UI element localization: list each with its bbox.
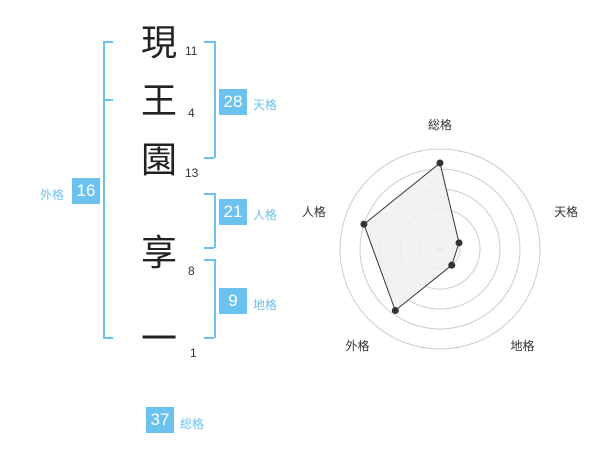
- radar-point-1: [455, 239, 463, 247]
- tenkaku-badge: 28: [219, 89, 247, 115]
- stroke-count-1: 11: [185, 44, 198, 58]
- tenkaku-label: 天格: [253, 98, 278, 112]
- chikaku-label: 地格: [253, 298, 278, 312]
- gaikaku-label: 外格: [40, 188, 65, 202]
- gaikaku-bracket-mid: [103, 99, 113, 101]
- stroke-count-5: 1: [190, 346, 197, 360]
- tenkaku-bracket-top: [204, 41, 214, 43]
- jinkaku-bracket-top: [204, 193, 214, 195]
- radar-area: [363, 162, 460, 312]
- chikaku-bracket: [214, 259, 216, 338]
- radar-ring-5: [339, 148, 541, 350]
- gaikaku-bracket-top: [103, 41, 113, 43]
- radar-point-2: [448, 261, 456, 269]
- name-char-4: 享: [141, 233, 178, 274]
- chikaku-bracket-top: [204, 259, 214, 261]
- stroke-count-4: 8: [188, 264, 195, 278]
- name-char-3: 園: [141, 140, 178, 181]
- chikaku-bracket-bottom: [204, 337, 214, 339]
- name-char-1: 現: [141, 23, 178, 64]
- gaikaku-badge: 16: [72, 178, 100, 204]
- name-char-5: 一: [141, 319, 178, 360]
- chikaku-badge: 9: [219, 288, 247, 314]
- jinkaku-label: 人格: [253, 208, 278, 222]
- stroke-count-2: 4: [188, 106, 195, 120]
- jinkaku-bracket-bottom: [204, 247, 214, 249]
- radar-axis-label-4: 人格: [302, 204, 326, 219]
- name-char-2: 王: [141, 81, 178, 122]
- radar-axis-label-0: 総格: [428, 117, 452, 132]
- radar-axis-label-3: 外格: [345, 338, 369, 353]
- tenkaku-bracket-bottom: [204, 157, 214, 159]
- soukaku-badge: 37: [146, 407, 174, 433]
- tenkaku-bracket: [214, 41, 216, 158]
- radar-point-0: [436, 159, 444, 167]
- radar-axis-label-1: 天格: [554, 204, 578, 219]
- jinkaku-badge: 21: [219, 199, 247, 225]
- stroke-count-3: 13: [185, 166, 199, 180]
- gaikaku-bracket-bottom: [103, 337, 113, 339]
- gaikaku-bracket: [103, 41, 105, 338]
- radar-point-3: [391, 306, 399, 314]
- jinkaku-bracket: [214, 193, 216, 248]
- radar-point-4: [360, 220, 368, 228]
- radar-axis-label-2: 地格: [511, 338, 535, 353]
- soukaku-label: 総格: [180, 417, 205, 431]
